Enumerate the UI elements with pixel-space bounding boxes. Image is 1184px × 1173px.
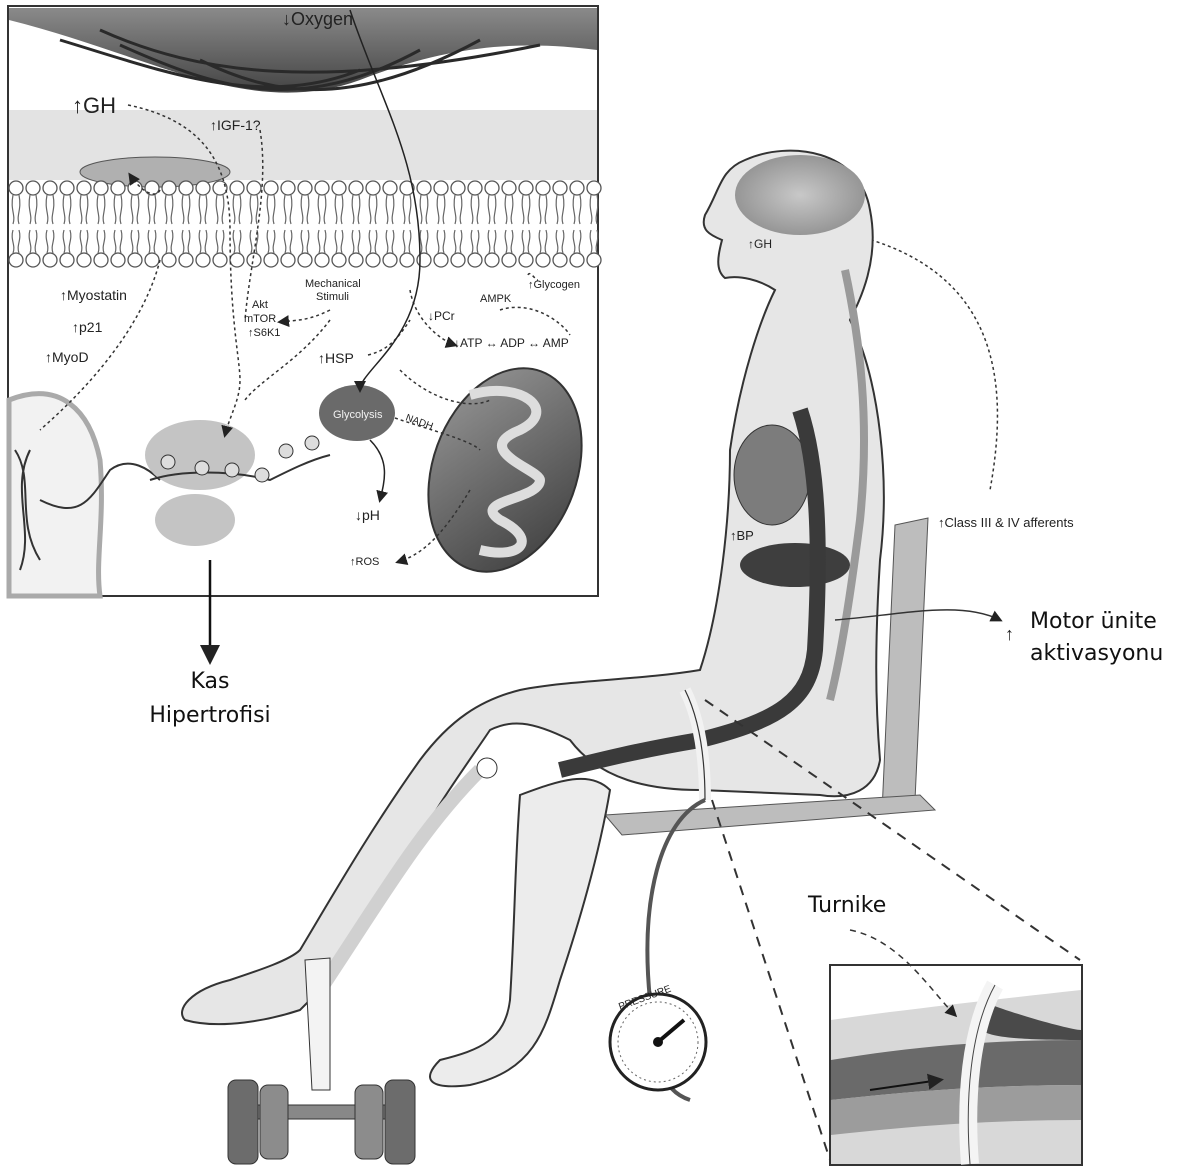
mtor-label: mTOR: [244, 313, 276, 325]
svg-text:↓pH: ↓pH: [355, 507, 380, 523]
oxygen-label: Oxygen: [291, 9, 353, 29]
svg-text:↑Myostatin: ↑Myostatin: [60, 287, 127, 303]
pressure-gauge: PRESSURE: [610, 984, 706, 1090]
svg-text:↑BP: ↑BP: [730, 528, 754, 543]
motor-unit-label-line2: aktivasyonu: [1030, 641, 1163, 666]
ros-label: ROS: [356, 556, 380, 568]
svg-text:↑HSP: ↑HSP: [318, 350, 354, 366]
svg-text:↓PCr: ↓PCr: [428, 309, 455, 323]
glycogen-label: Glycogen: [534, 279, 580, 291]
abdominal-organ: [740, 543, 850, 587]
svg-text:↑GH: ↑GH: [72, 93, 116, 118]
bp-label: BP: [737, 528, 754, 543]
p21-label: p21: [79, 319, 103, 335]
atp-label: ATP: [460, 336, 482, 350]
svg-text:↓Oxygen: ↓Oxygen: [282, 9, 353, 29]
brain-gh-label: GH: [754, 237, 772, 251]
svg-text:↑Glycogen: ↑Glycogen: [528, 279, 580, 291]
svg-text:↑ROS: ↑ROS: [350, 556, 379, 568]
hsp-label: HSP: [325, 350, 354, 366]
gh-label: GH: [83, 93, 116, 118]
glycolysis-label: Glycolysis: [333, 409, 383, 421]
svg-text:↑Class III & IV afferents: ↑Class III & IV afferents: [938, 515, 1074, 530]
amp-label: AMP: [543, 336, 569, 350]
svg-text:↓ATP ↔ ADP ↔ AMP: ↓ATP ↔ ADP ↔ AMP: [454, 336, 569, 350]
svg-text:↑IGF-1?: ↑IGF-1?: [210, 117, 261, 133]
stimuli-label: Stimuli: [316, 291, 349, 303]
brain: [735, 155, 865, 235]
svg-text:↑S6K1: ↑S6K1: [248, 327, 280, 339]
myostatin-label: Myostatin: [67, 287, 127, 303]
igf-label: IGF-1?: [217, 117, 261, 133]
hypertrophy-label-line2: Hipertrofisi: [149, 703, 270, 728]
svg-text:↑: ↑: [1005, 624, 1014, 644]
ampk-label: AMPK: [480, 293, 512, 305]
adp-label: ADP: [500, 336, 525, 350]
svg-text:↑MyoD: ↑MyoD: [45, 349, 89, 365]
dumbbell: [228, 1080, 415, 1164]
mechanical-label: Mechanical: [305, 278, 361, 290]
motor-unit-label-line1: Motor ünite: [1030, 609, 1157, 634]
tourniquet-label: Turnike: [807, 893, 886, 918]
svg-text:↑GH: ↑GH: [748, 237, 772, 251]
heart: [734, 425, 810, 525]
tourniquet-detail-inset: [830, 930, 1082, 1165]
s6k1-label: S6K1: [254, 327, 281, 339]
hypertrophy-label-line1: Kas: [191, 669, 230, 694]
myod-label: MyoD: [52, 349, 89, 365]
akt-label: Akt: [252, 299, 268, 311]
afferents-label: Class III & IV afferents: [945, 515, 1075, 530]
kneecap: [477, 758, 497, 778]
svg-text:↑p21: ↑p21: [72, 319, 103, 335]
pcr-label: PCr: [434, 309, 455, 323]
ph-label: pH: [362, 507, 380, 523]
